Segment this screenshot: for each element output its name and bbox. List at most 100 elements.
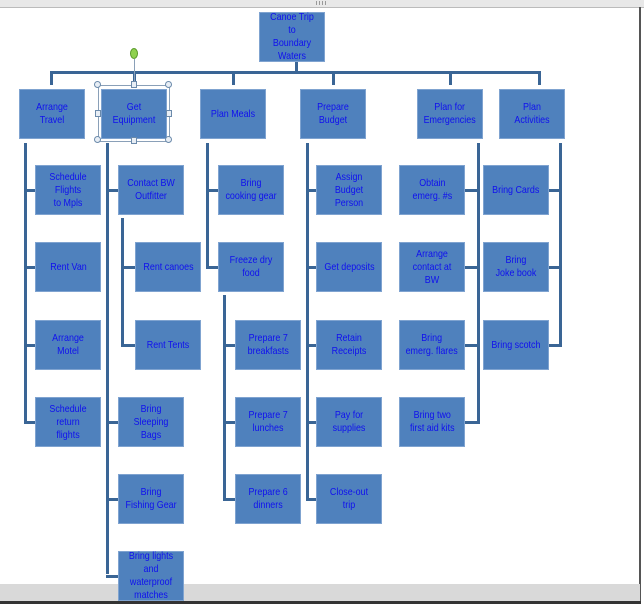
root-node[interactable]: Canoe Trip to Boundary Waters <box>259 11 325 62</box>
connector <box>306 189 316 192</box>
connector <box>206 189 218 192</box>
connector <box>306 266 316 269</box>
connector <box>549 189 562 192</box>
connector <box>477 143 480 423</box>
task-node[interactable]: Rent Van <box>35 242 101 292</box>
connector <box>106 143 109 574</box>
node-label: Bring scotch <box>491 338 541 351</box>
node-label: Bring lights and waterproof matches <box>128 550 174 601</box>
task-node[interactable]: Schedule Flights to Mpls <box>35 165 101 215</box>
task-node[interactable]: Get deposits <box>316 242 382 292</box>
task-node[interactable]: Bring lights and waterproof matches <box>118 550 184 601</box>
task-node[interactable]: Bring emerg. flares <box>399 320 465 370</box>
node-label: Rent canoes <box>142 260 194 273</box>
task-node[interactable]: Prepare 7 breakfasts <box>235 320 301 370</box>
branch-node[interactable]: Arrange Travel <box>19 89 85 139</box>
node-label: Assign Budget Person <box>334 170 364 209</box>
node-label: Arrange contact at BW <box>412 247 452 286</box>
connector <box>306 498 316 501</box>
node-label: Pay for supplies <box>332 409 366 434</box>
connector <box>306 344 316 347</box>
branch-node[interactable]: Plan for Emergencies <box>417 89 483 139</box>
node-label: Freeze dry food <box>229 254 273 279</box>
connector <box>106 189 118 192</box>
connector <box>223 421 235 424</box>
connector <box>295 60 298 73</box>
connector <box>332 71 335 85</box>
task-node[interactable]: Bring Joke book <box>483 242 549 292</box>
task-node[interactable]: Rent Tents <box>135 320 201 370</box>
task-node[interactable]: Freeze dry food <box>218 242 284 292</box>
branch-node[interactable]: Plan Meals <box>200 89 266 139</box>
task-node[interactable]: Arrange Motel <box>35 320 101 370</box>
task-node[interactable]: Prepare 6 dinners <box>235 474 301 524</box>
node-label: Prepare 6 dinners <box>248 486 288 511</box>
node-label: Bring Fishing Gear <box>125 486 177 511</box>
connector <box>223 498 235 501</box>
connector <box>24 143 27 423</box>
task-node[interactable]: Bring Cards <box>483 165 549 215</box>
connector <box>223 295 226 498</box>
connector <box>465 421 480 424</box>
resize-handle[interactable] <box>131 137 137 144</box>
connector <box>223 344 235 347</box>
task-node[interactable]: Schedule return flights <box>35 397 101 447</box>
task-node[interactable]: Retain Receipts <box>316 320 382 370</box>
node-label: Bring emerg. flares <box>405 332 459 357</box>
connector <box>559 143 562 346</box>
node-label: Schedule return flights <box>49 402 87 441</box>
node-label: Prepare 7 breakfasts <box>247 332 289 357</box>
node-label: Bring two first aid kits <box>409 409 455 434</box>
task-node[interactable]: Bring two first aid kits <box>399 397 465 447</box>
connector <box>24 266 35 269</box>
resize-handle[interactable] <box>165 136 172 143</box>
resize-handle[interactable] <box>94 81 101 88</box>
node-label: Rent Van <box>49 260 87 273</box>
node-label: Bring Joke book <box>495 254 537 279</box>
task-node[interactable]: Contact BW Outfitter <box>118 165 184 215</box>
task-node[interactable]: Rent canoes <box>135 242 201 292</box>
connector <box>121 218 124 346</box>
task-node[interactable]: Bring scotch <box>483 320 549 370</box>
node-label: Rent Tents <box>146 338 190 351</box>
task-node[interactable]: Bring cooking gear <box>218 165 284 215</box>
connector <box>549 344 562 347</box>
connector <box>106 575 118 578</box>
connector <box>306 421 316 424</box>
resize-handle[interactable] <box>95 110 101 117</box>
branch-node[interactable]: Plan Activities <box>499 89 565 139</box>
branch-node[interactable]: Prepare Budget <box>300 89 366 139</box>
resize-handle[interactable] <box>131 81 137 88</box>
task-node[interactable]: Pay for supplies <box>316 397 382 447</box>
resize-grip-icon[interactable] <box>316 1 328 5</box>
node-label: Get Equipment <box>112 101 156 126</box>
canvas-bottom-area <box>0 584 640 601</box>
node-label: Get deposits <box>323 260 375 273</box>
node-label: Arrange Motel <box>52 332 84 357</box>
node-label: Plan Meals <box>210 107 256 120</box>
rotate-handle-icon[interactable] <box>130 48 138 59</box>
resize-handle[interactable] <box>166 110 172 117</box>
node-label: Obtain emerg. #s <box>412 177 452 202</box>
task-node[interactable]: Prepare 7 lunches <box>235 397 301 447</box>
selection-frame <box>98 85 170 142</box>
task-node[interactable]: Bring Fishing Gear <box>118 474 184 524</box>
task-node[interactable]: Close-out trip <box>316 474 382 524</box>
canvas-right-edge <box>639 7 641 603</box>
node-label: Bring Sleeping Bags <box>133 402 169 441</box>
task-node[interactable]: Arrange contact at BW <box>399 242 465 292</box>
node-label: Schedule Flights to Mpls <box>49 170 87 209</box>
task-node[interactable]: Assign Budget Person <box>316 165 382 215</box>
resize-handle[interactable] <box>165 81 172 88</box>
connector <box>106 421 118 424</box>
resize-handle[interactable] <box>94 136 101 143</box>
connector <box>50 71 541 74</box>
connector <box>538 71 541 85</box>
node-label: Canoe Trip to Boundary Waters <box>270 11 314 62</box>
connector <box>121 266 135 269</box>
task-node[interactable]: Obtain emerg. #s <box>399 165 465 215</box>
connector <box>24 189 35 192</box>
task-node[interactable]: Bring Sleeping Bags <box>118 397 184 447</box>
connector <box>306 143 309 499</box>
